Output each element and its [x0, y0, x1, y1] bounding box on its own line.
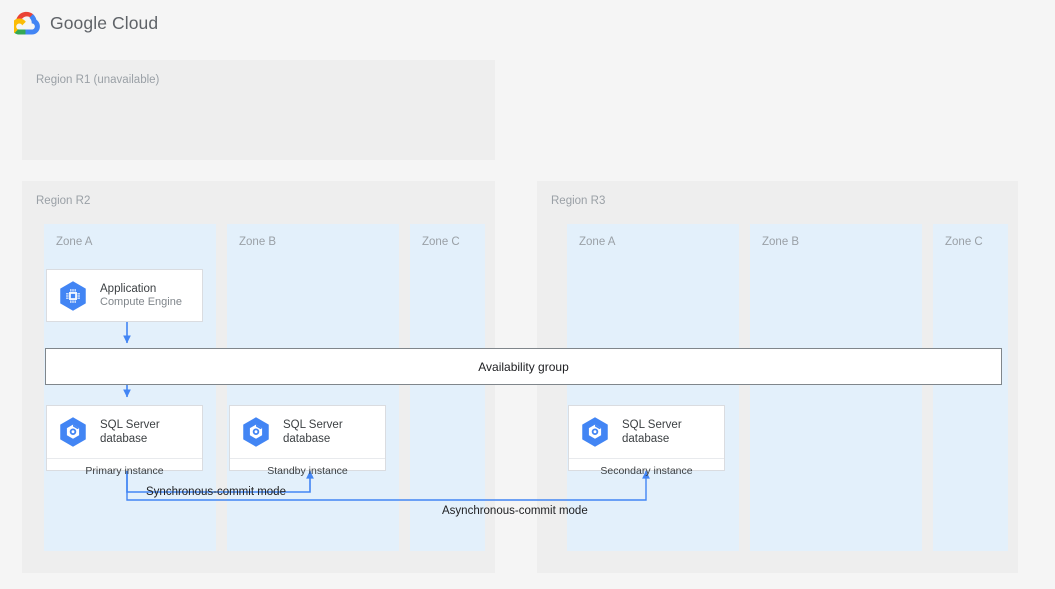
- app-header: Google Cloud: [0, 0, 1055, 46]
- sql-server-database-icon: [60, 417, 86, 447]
- zone-r3-zone-c: Zone C: [933, 224, 1008, 551]
- sql-server-database-icon: [582, 417, 608, 447]
- app-title: Google Cloud: [50, 12, 159, 33]
- zone-r3-zone-b: Zone B: [750, 224, 922, 551]
- region-r1-label: Region R1 (unavailable): [36, 74, 160, 86]
- region-r1: Region R1 (unavailable): [22, 60, 495, 160]
- node-standby-database-text: SQL Server database: [283, 418, 343, 447]
- availability-group-bar: Availability group: [45, 348, 1002, 385]
- node-standby-database-title: SQL Server database: [283, 418, 343, 445]
- compute-engine-icon: [60, 281, 86, 311]
- node-secondary-database-footer: Secondary instance: [569, 458, 724, 483]
- node-primary-database[interactable]: SQL Server database Primary instance: [46, 405, 203, 477]
- edge-label-synchronous-commit: Synchronous-commit mode: [146, 486, 286, 498]
- region-r3-label: Region R3: [551, 195, 606, 207]
- zone-r2-zone-c: Zone C: [410, 224, 485, 551]
- node-standby-database[interactable]: SQL Server database Standby instance: [229, 405, 386, 477]
- node-standby-database-footer: Standby instance: [230, 458, 385, 483]
- node-secondary-database-text: SQL Server database: [622, 418, 682, 447]
- node-secondary-database-body: SQL Server database: [569, 406, 724, 458]
- node-secondary-database-title: SQL Server database: [622, 418, 682, 445]
- node-application-text: Application Compute Engine: [100, 282, 182, 310]
- node-primary-database-title: SQL Server database: [100, 418, 160, 445]
- zone-r2-zone-b-label: Zone B: [239, 236, 277, 248]
- google-cloud-logo-icon: [14, 11, 40, 35]
- region-r2-label: Region R2: [36, 195, 91, 207]
- sql-server-database-icon: [243, 417, 269, 447]
- zone-r2-zone-c-label: Zone C: [422, 236, 460, 248]
- edge-label-asynchronous-commit: Asynchronous-commit mode: [442, 505, 588, 517]
- availability-group-label: Availability group: [478, 359, 569, 374]
- node-primary-database-body: SQL Server database: [47, 406, 202, 458]
- node-application-title: Application: [100, 282, 157, 295]
- node-primary-database-footer: Primary instance: [47, 458, 202, 483]
- zone-r2-zone-b: Zone B: [227, 224, 399, 551]
- zone-r3-zone-a-label: Zone A: [579, 236, 616, 248]
- zone-r3-zone-a: Zone A: [567, 224, 739, 551]
- node-secondary-database[interactable]: SQL Server database Secondary instance: [568, 405, 725, 477]
- node-application-body: Application Compute Engine: [47, 270, 202, 322]
- node-application[interactable]: Application Compute Engine: [46, 269, 203, 322]
- zone-r3-zone-b-label: Zone B: [762, 236, 800, 248]
- node-primary-database-text: SQL Server database: [100, 418, 160, 447]
- zone-r2-zone-a-label: Zone A: [56, 236, 93, 248]
- zone-r3-zone-c-label: Zone C: [945, 236, 983, 248]
- node-application-subtitle: Compute Engine: [100, 296, 182, 309]
- node-standby-database-body: SQL Server database: [230, 406, 385, 458]
